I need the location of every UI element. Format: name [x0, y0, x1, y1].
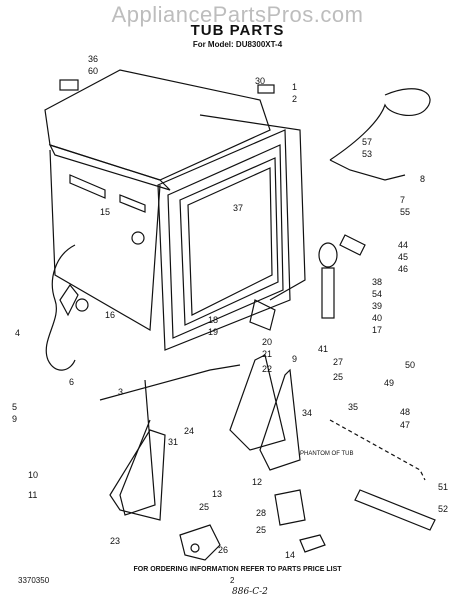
callout-8: 8: [420, 174, 425, 184]
document-number: 3370350: [18, 576, 50, 585]
callout-1: 1: [292, 82, 297, 92]
callout-6: 6: [69, 377, 74, 387]
float-stem: [321, 267, 335, 319]
tub-top-panel: [44, 69, 271, 181]
page-number: 2: [230, 576, 235, 585]
tub-left-side: [49, 149, 161, 332]
part-36-clip: [59, 79, 79, 91]
callout-26: 26: [218, 545, 228, 555]
callout-39: 39: [372, 301, 382, 311]
callout-25: 25: [256, 525, 266, 535]
vent-bracket: [339, 234, 366, 256]
callout-25: 25: [333, 372, 343, 382]
left-leg-bracket-frame: [119, 379, 156, 516]
callout-7: 7: [400, 195, 405, 205]
phantom-of-tub-label: PHANTOM OF TUB: [300, 451, 353, 457]
part-15-fitting: [131, 231, 145, 245]
left-bracket-4: [59, 283, 79, 317]
callout-3: 3: [118, 387, 123, 397]
callout-54: 54: [372, 289, 382, 299]
callout-25: 25: [199, 502, 209, 512]
part-16-fitting: [75, 298, 89, 312]
callout-19: 19: [208, 327, 218, 337]
callout-15: 15: [100, 207, 110, 217]
center-leg-bracket: [229, 354, 286, 451]
side-vent-1: [69, 174, 106, 199]
callout-18: 18: [208, 315, 218, 325]
tub-door-gasket-inner: [187, 167, 273, 316]
door-seal-strip: [199, 114, 306, 301]
heater-coil: [329, 88, 431, 161]
callout-51: 51: [438, 482, 448, 492]
callout-34: 34: [302, 408, 312, 418]
callout-40: 40: [372, 313, 382, 323]
side-vent-2: [119, 194, 146, 213]
callout-11: 11: [28, 490, 37, 500]
part-30-clip: [257, 84, 275, 94]
callout-9: 9: [12, 414, 17, 424]
part-14-strap: [299, 534, 326, 553]
pump-assembly: [179, 524, 221, 561]
callout-20: 20: [262, 337, 272, 347]
model-subtitle: For Model: DU8300XT-4: [192, 40, 283, 49]
rail-phantom: [329, 419, 426, 481]
tub-front-frame-outer: [157, 129, 291, 351]
watermark: AppliancePartsPros.com: [111, 2, 364, 27]
float-cap: [318, 242, 338, 268]
right-base-rail: [354, 489, 436, 531]
callout-27: 27: [333, 357, 343, 367]
callout-2: 2: [292, 94, 297, 104]
callout-48: 48: [400, 407, 410, 417]
callout-38: 38: [372, 277, 382, 287]
callout-30: 30: [255, 76, 265, 86]
callout-9: 9: [292, 354, 297, 364]
callout-4: 4: [15, 328, 20, 338]
callout-49: 49: [384, 378, 394, 388]
callout-23: 23: [110, 536, 120, 546]
callout-50: 50: [405, 360, 415, 370]
callout-24: 24: [184, 426, 194, 436]
tub-door-gasket: [179, 157, 279, 326]
pump-port: [190, 543, 200, 553]
callout-44: 44: [398, 240, 408, 250]
callout-36: 36: [88, 54, 98, 64]
callout-31: 31: [168, 437, 178, 447]
diagram-title: TUB PARTS: [190, 22, 285, 39]
callout-22: 22: [262, 364, 272, 374]
callout-45: 45: [398, 252, 408, 262]
left-leg-bracket: [109, 429, 166, 521]
callout-37: 37: [233, 203, 243, 213]
callout-10: 10: [28, 470, 38, 480]
connecting-rod: [99, 364, 241, 401]
callout-17: 17: [372, 325, 382, 335]
ordering-footer: FOR ORDERING INFORMATION REFER TO PARTS …: [133, 566, 342, 573]
callout-13: 13: [212, 489, 222, 499]
left-hose: [45, 244, 76, 371]
callout-47: 47: [400, 420, 410, 430]
callout-41: 41: [318, 344, 328, 354]
right-leg-bracket: [259, 368, 301, 471]
callout-60: 60: [88, 66, 98, 76]
callout-35: 35: [348, 402, 358, 412]
callout-57: 57: [362, 137, 372, 147]
motor-mount-bracket: [249, 299, 276, 331]
part-28-plate: [274, 489, 306, 526]
heater-lead: [329, 159, 406, 181]
callout-5: 5: [12, 402, 17, 412]
callout-53: 53: [362, 149, 372, 159]
callout-28: 28: [256, 508, 266, 518]
callout-12: 12: [252, 477, 262, 487]
tub-top-panel-edge: [48, 143, 171, 191]
handwritten-note: 886-C-2: [232, 587, 268, 597]
callout-16: 16: [105, 310, 115, 320]
callout-21: 21: [262, 349, 272, 359]
callout-46: 46: [398, 264, 408, 274]
callout-52: 52: [438, 504, 448, 514]
callout-55: 55: [400, 207, 410, 217]
tub-front-frame-inner: [167, 144, 284, 339]
callout-14: 14: [285, 550, 295, 560]
